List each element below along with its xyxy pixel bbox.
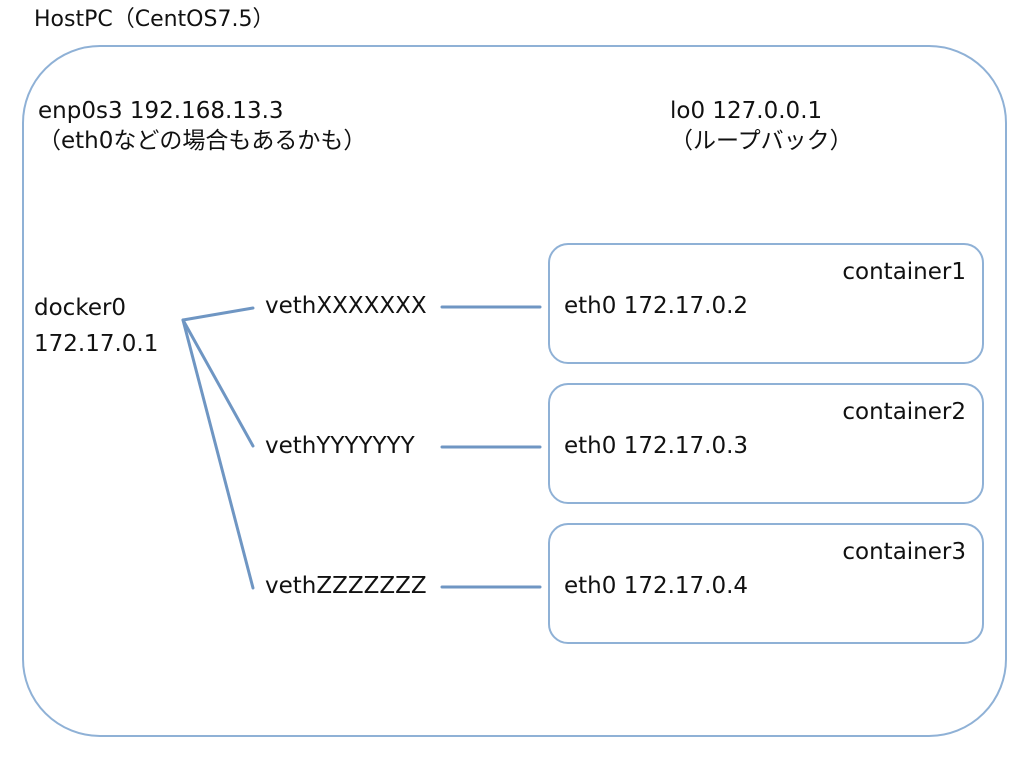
lo0-note: （ループバック） bbox=[670, 128, 853, 154]
container-1-name: container1 bbox=[842, 259, 966, 285]
enp0s3-interface: enp0s3 192.168.13.3 （eth0などの場合もあるかも） bbox=[38, 96, 366, 156]
host-frame bbox=[22, 45, 1007, 737]
container-3-eth: eth0 172.17.0.4 bbox=[564, 573, 749, 599]
container-1-eth: eth0 172.17.0.2 bbox=[564, 293, 749, 319]
docker0-address: 172.17.0.1 bbox=[34, 331, 159, 357]
veth-1: vethXXXXXXX bbox=[265, 293, 427, 319]
veth-2: vethYYYYYYY bbox=[265, 433, 415, 459]
enp0s3-address: enp0s3 192.168.13.3 bbox=[38, 98, 284, 124]
docker0-name: docker0 bbox=[34, 295, 127, 321]
container-3-box: container3 eth0 172.17.0.4 bbox=[548, 523, 984, 644]
container-2-box: container2 eth0 172.17.0.3 bbox=[548, 383, 984, 504]
container-3-name: container3 bbox=[842, 539, 966, 565]
enp0s3-note: （eth0などの場合もあるかも） bbox=[38, 128, 367, 154]
container-1-box: container1 eth0 172.17.0.2 bbox=[548, 243, 984, 364]
container-2-eth: eth0 172.17.0.3 bbox=[564, 433, 749, 459]
docker0-bridge: docker0 172.17.0.1 bbox=[34, 290, 158, 362]
lo0-address: lo0 127.0.0.1 bbox=[670, 98, 823, 124]
container-2-name: container2 bbox=[842, 399, 966, 425]
lo0-interface: lo0 127.0.0.1 （ループバック） bbox=[670, 96, 853, 156]
veth-3: vethZZZZZZZ bbox=[265, 573, 427, 599]
host-title: HostPC（CentOS7.5） bbox=[34, 7, 275, 32]
